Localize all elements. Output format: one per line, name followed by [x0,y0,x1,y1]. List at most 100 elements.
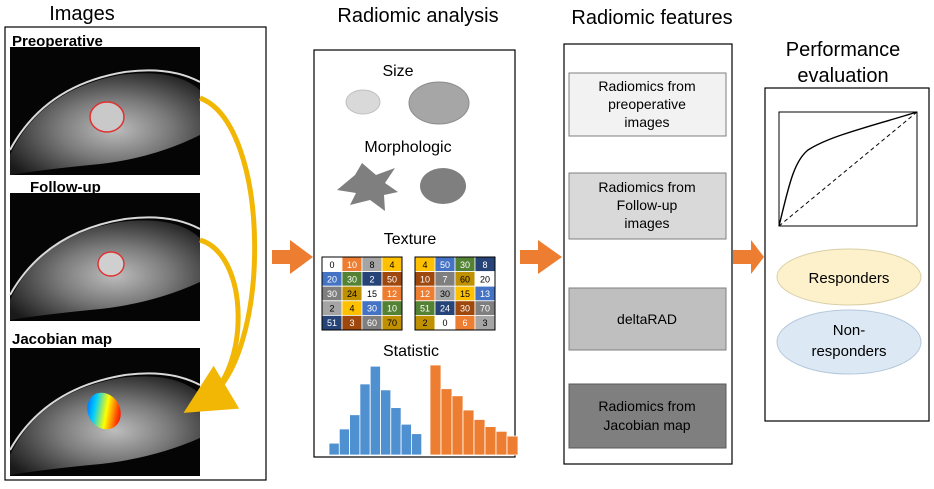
roc-chance-line [778,111,918,227]
texture-matrix-1-cell-value: 8 [369,260,374,270]
feature-box-preoperative-line1: Radiomics from [598,78,695,94]
jacobian-heatmap [87,392,121,430]
texture-matrix-1-cell-value: 10 [387,304,397,314]
texture-matrix-1-cell-value: 30 [327,289,337,299]
texture-matrix-1-cell-value: 10 [347,260,357,270]
non-responders-ellipse [776,309,922,375]
statistic-label: Statistic [383,343,439,360]
feature-box-jacobian [568,383,727,449]
performance-title-line1: Performance [786,39,901,61]
preoperative-panel: Preoperative [9,33,201,175]
irregular-shape [337,163,398,211]
feature-box-follow-up-line1: Radiomics from [598,179,695,195]
arrow-images-to-analysis [272,240,313,274]
morphologic-label: Morphologic [364,139,451,156]
texture-matrix-2-cell-value: 20 [480,274,490,284]
texture-matrix-1-cell-value: 70 [387,318,397,328]
texture-matrix-2-cell-value: 24 [440,304,450,314]
radiomic-features-title: Radiomic features [571,7,732,29]
analysis-frame [313,49,516,458]
skin-line [9,216,201,296]
texture-matrix-2-cell-value: 13 [480,289,490,299]
feature-box-jacobian-line1: Radiomics from [598,398,695,414]
histogram-orange-bar [462,409,475,456]
histogram-blue-bar [338,428,350,456]
texture-matrix-1-cell-value: 24 [347,289,357,299]
feature-box-deltarad [568,287,727,351]
texture-matrix-1-cell-value: 30 [367,304,377,314]
texture-matrix-1-cell-value: 0 [329,260,334,270]
histogram-orange-bar [451,395,464,456]
arrow-analysis-to-features [520,240,562,274]
performance-title-line2: evaluation [797,65,888,87]
histogram-blue-bar [400,423,412,456]
responders-ellipse [776,248,922,306]
non-responders-label-line1: Non- [833,322,866,339]
non-responders-label-line2: responders [811,343,886,360]
histogram-orange-bar [495,430,508,456]
texture-matrix-2-cell-value: 2 [422,318,427,328]
small-ellipse [345,89,381,115]
texture-matrix-2-cell-value: 8 [482,260,487,270]
histogram-blue-bar [390,407,402,456]
tumor-contour [89,101,125,133]
jacobian-panel: Jacobian map [9,331,201,476]
texture-matrix-2-cell-value: 4 [422,260,427,270]
texture-matrix-2-cell-value: 60 [460,274,470,284]
roc-curve [778,111,918,227]
jacobian-label: Jacobian map [12,331,112,348]
roc-plot-frame [778,111,918,227]
texture-matrix-2-cell-value: 7 [442,274,447,284]
histogram-orange-bar [440,388,453,456]
texture-matrix-1-cell-value: 30 [347,274,357,284]
skin-line [9,69,201,151]
large-ellipse [408,81,470,125]
texture-label: Texture [384,231,437,248]
texture-matrix-1-cell-value: 12 [387,289,397,299]
texture-matrix-2-cell-value: 3 [482,318,487,328]
texture-matrix-2-cell-value: 15 [460,289,470,299]
texture-matrix-2-cell-value: 30 [460,304,470,314]
texture-matrix-2-cell-value: 70 [480,304,490,314]
texture-matrix-2-cell-value: 50 [440,260,450,270]
texture-matrix-1-cell-value: 4 [389,260,394,270]
regular-shape [420,168,466,204]
feature-box-preoperative-line3: images [624,114,669,130]
texture-matrix-2-cell-value: 51 [420,304,430,314]
texture-matrix-1-border [321,256,403,331]
texture-matrix-2-border [414,256,496,331]
texture-matrix-2-cell-value: 30 [460,260,470,270]
texture-matrix-1-cell-value: 2 [329,304,334,314]
tumor-contour [97,251,125,277]
texture-matrix-2-cell-value: 12 [420,289,430,299]
texture-matrix-1-cell-value: 4 [349,304,354,314]
texture-matrix-1-cell-value: 3 [349,318,354,328]
curved-arrow-followup [199,237,241,403]
texture-matrix-1-cell-value: 50 [387,274,397,284]
feature-box-follow-up-line3: images [624,215,669,231]
arrow-features-to-performance [733,240,764,274]
images-title: Images [49,3,115,25]
texture-matrix-2-cell-value: 0 [442,318,447,328]
histogram-blue-bar [369,365,381,456]
histogram-orange-bar [484,426,497,456]
size-label: Size [382,63,413,80]
histogram-orange-bar [473,419,486,456]
feature-box-follow-up-line2: Follow-up [617,197,678,213]
skin-line [9,372,201,451]
histogram-blue-bar [349,414,361,456]
histogram-orange [429,364,519,456]
follow-up-label: Follow-up [30,179,101,196]
texture-matrix-2-cell-value: 10 [420,274,430,284]
histogram-blue [328,365,423,456]
responders-label: Responders [809,270,890,287]
histogram-blue-bar [328,442,340,456]
histogram-blue-bar [410,433,423,456]
texture-matrix-1-cell-value: 51 [327,318,337,328]
feature-box-deltarad-label: deltaRAD [617,311,677,327]
histogram-blue-bar [380,389,392,456]
